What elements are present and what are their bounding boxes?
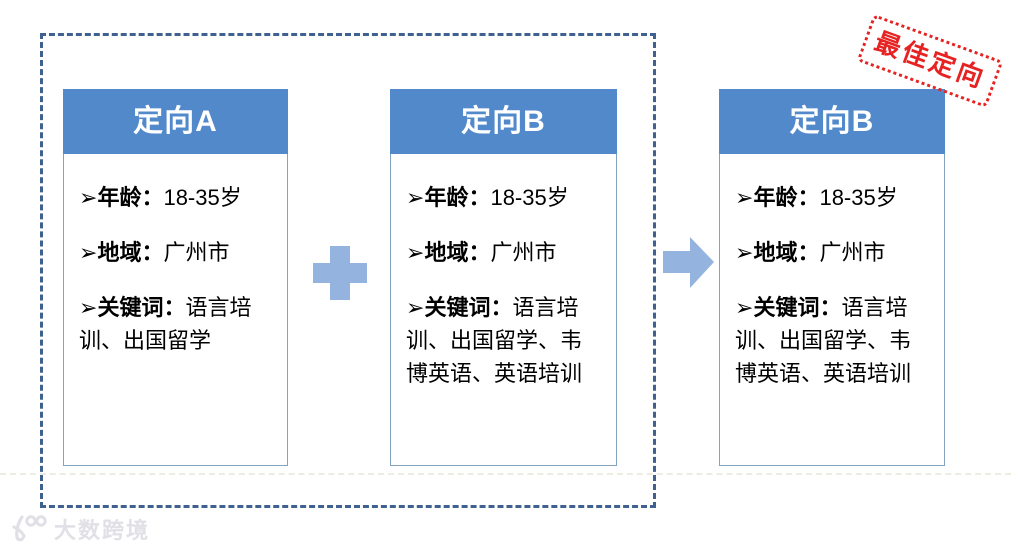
card-item-region: ➢地域：广州市 (406, 236, 603, 269)
card-item-keywords: ➢关键词：语言培训、出国留学、韦博英语、英语培训 (735, 291, 931, 390)
item-value: 18-35岁 (163, 185, 242, 210)
watermark: 大数跨境 (8, 513, 150, 545)
item-label: 关键词： (97, 295, 186, 320)
card-item-region: ➢地域：广州市 (79, 236, 274, 269)
card-title-b: 定向B (390, 89, 617, 154)
item-label: 关键词： (424, 295, 513, 320)
arrow-bullet-icon: ➢ (79, 295, 98, 320)
item-label: 年龄： (753, 185, 820, 210)
item-value: 语言培训、出国留学、韦博英语、英语培训 (735, 295, 912, 386)
item-value: 广州市 (819, 240, 886, 265)
card-targeting-b: 定向B ➢年龄：18-35岁 ➢地域：广州市 ➢关键词：语言培训、出国留学、韦博… (390, 89, 617, 466)
item-value: 语言培训、出国留学、韦博英语、英语培训 (406, 295, 583, 386)
arrow-bullet-icon: ➢ (406, 295, 425, 320)
item-label: 关键词： (753, 295, 842, 320)
item-label: 年龄： (97, 185, 164, 210)
card-item-region: ➢地域：广州市 (735, 236, 931, 269)
card-title-best: 定向B (719, 89, 945, 154)
item-label: 年龄： (424, 185, 491, 210)
watermark-logo-icon (12, 515, 47, 542)
card-item-age: ➢年龄：18-35岁 (406, 181, 603, 214)
arrow-bullet-icon: ➢ (735, 185, 754, 210)
arrow-bullet-icon: ➢ (735, 240, 754, 265)
item-value: 广州市 (163, 240, 230, 265)
card-item-age: ➢年龄：18-35岁 (79, 181, 274, 214)
item-label: 地域： (424, 240, 491, 265)
card-item-age: ➢年龄：18-35岁 (735, 181, 931, 214)
card-item-keywords: ➢关键词：语言培训、出国留学 (79, 291, 274, 357)
right-arrow-icon (663, 237, 714, 288)
arrow-bullet-icon: ➢ (406, 185, 425, 210)
card-body-a: ➢年龄：18-35岁 ➢地域：广州市 ➢关键词：语言培训、出国留学 (63, 154, 288, 466)
card-targeting-a: 定向A ➢年龄：18-35岁 ➢地域：广州市 ➢关键词：语言培训、出国留学 (63, 89, 288, 466)
stamp-label: 最佳定向 (870, 26, 990, 94)
item-value: 18-35岁 (819, 185, 898, 210)
card-title-a: 定向A (63, 89, 288, 154)
card-targeting-best: 定向B ➢年龄：18-35岁 ➢地域：广州市 ➢关键词：语言培训、出国留学、韦博… (719, 89, 945, 466)
faint-dashed-guide-line (0, 473, 1011, 475)
item-label: 地域： (753, 240, 820, 265)
card-body-best: ➢年龄：18-35岁 ➢地域：广州市 ➢关键词：语言培训、出国留学、韦博英语、英… (719, 154, 945, 466)
card-item-keywords: ➢关键词：语言培训、出国留学、韦博英语、英语培训 (406, 291, 603, 390)
arrow-bullet-icon: ➢ (406, 240, 425, 265)
plus-icon (313, 246, 367, 300)
watermark-text: 大数跨境 (54, 518, 151, 543)
card-body-b: ➢年龄：18-35岁 ➢地域：广州市 ➢关键词：语言培训、出国留学、韦博英语、英… (390, 154, 617, 466)
item-value: 18-35岁 (490, 185, 569, 210)
item-value: 语言培训、出国留学 (79, 295, 252, 353)
dashed-frame (40, 33, 656, 508)
item-value: 广州市 (490, 240, 557, 265)
arrow-bullet-icon: ➢ (79, 240, 98, 265)
arrow-bullet-icon: ➢ (79, 185, 98, 210)
item-label: 地域： (97, 240, 164, 265)
arrow-bullet-icon: ➢ (735, 295, 754, 320)
